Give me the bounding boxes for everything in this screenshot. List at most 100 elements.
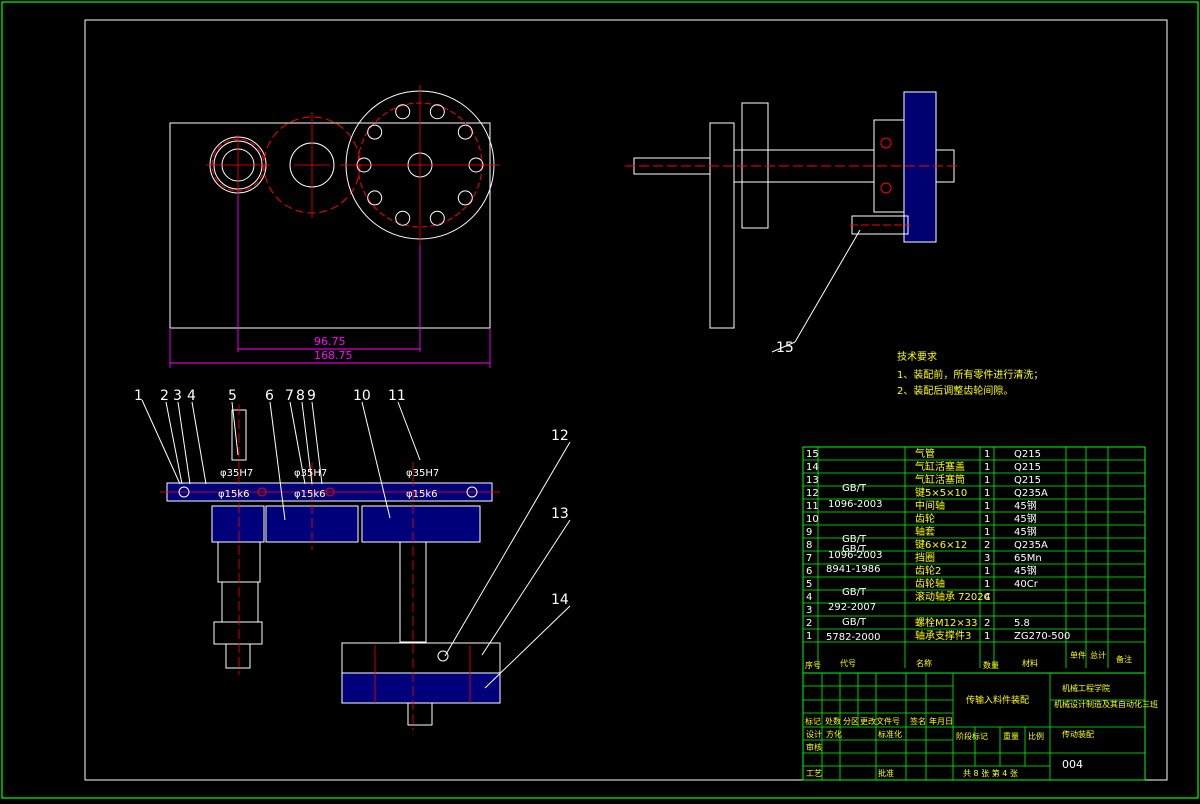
bom-row-material: Q215 <box>1014 475 1041 486</box>
bom-row-qty: 2 <box>984 618 990 629</box>
bom-row-qty: 1 <box>984 527 990 538</box>
bom-row-qty: 1 <box>984 579 990 590</box>
bom-row-no: 14 <box>806 462 819 473</box>
callout-8: 8 <box>296 388 305 404</box>
bom-row-material: 45钢 <box>1014 564 1037 577</box>
rev-hdr-5: 年月日 <box>929 716 953 726</box>
scale-label: 比例 <box>1028 731 1044 741</box>
drawing-code: 004 <box>1062 758 1083 771</box>
bom-std-1b: 1096-2003 <box>828 499 883 510</box>
bom-row-name: 齿轮2 <box>915 564 941 577</box>
part-callouts: 1 2 3 4 5 6 7 8 9 10 11 12 13 14 <box>134 388 569 608</box>
bom-std-5a: GB/T <box>842 617 867 628</box>
bom-row-material: Q235A <box>1014 488 1048 499</box>
callout-3: 3 <box>173 388 182 404</box>
callout-4: 4 <box>187 388 196 404</box>
bom-row-qty: 1 <box>984 488 990 499</box>
bom-row-name: 螺栓M12×33 <box>915 616 977 629</box>
rev-hdr-4: 签名 <box>910 716 926 726</box>
bom-row-name: 键5×5×10 <box>915 486 967 499</box>
bom-row-no: 13 <box>806 475 819 486</box>
approve-label: 批准 <box>878 768 894 778</box>
callout-9: 9 <box>307 388 316 404</box>
bom-row-no: 15 <box>806 449 819 460</box>
flange-bolt-hole <box>395 104 411 120</box>
bom-row-qty: 1 <box>984 566 990 577</box>
bom-row-qty: 1 <box>984 475 990 486</box>
sheet-count: 共 8 张 第 4 张 <box>963 768 1018 778</box>
callout-11: 11 <box>388 388 406 404</box>
bom-row-no: 6 <box>806 566 812 577</box>
bom-row-name: 齿轮轴 <box>915 577 945 590</box>
callout-14: 14 <box>551 592 569 608</box>
bom-std-3a: GB/T <box>842 544 867 555</box>
callout-5: 5 <box>228 388 237 404</box>
bom-row-qty: 3 <box>984 553 990 564</box>
bom-hdr-no: 序号 <box>805 660 821 670</box>
bom-row-name: 气缸活塞盖 <box>915 460 965 473</box>
bom-hdr-name: 名称 <box>916 658 932 668</box>
fit-35-a: φ35H7 <box>220 468 253 479</box>
process-label: 工艺 <box>806 769 822 778</box>
bom-row-name: 气缸活塞筒 <box>915 473 965 486</box>
designer-name: 方化 <box>826 729 842 739</box>
bom-hdr-qty: 数量 <box>983 660 999 670</box>
fit-labels: φ35H7 φ35H7 φ35H7 φ15k6 φ15k6 φ15k6 <box>218 468 439 500</box>
bom-row-name: 中间轴 <box>915 499 945 512</box>
bom-hdr-mat: 材料 <box>1022 658 1038 668</box>
tech-req-title: 技术要求 <box>897 350 937 363</box>
flange-bolt-hole <box>457 124 473 140</box>
bom-row-no: 9 <box>806 527 812 538</box>
top-view: 96.75 168.75 <box>169 85 500 368</box>
project-name: 机械设计制造及其自动化三班 <box>1054 699 1158 709</box>
bom-row-no: 4 <box>806 592 812 603</box>
bom-row-no: 11 <box>806 501 819 512</box>
drawing-frame <box>84 19 1168 781</box>
flange-bolt-hole <box>457 190 473 206</box>
bom-row-qty: 1 <box>984 514 990 525</box>
bom-row-name: 齿轮 <box>915 512 935 525</box>
fit-15-c: φ15k6 <box>406 489 437 500</box>
weight-label: 重量 <box>1003 731 1019 741</box>
side-view <box>625 91 960 353</box>
bom-hdr-unit: 单件 <box>1070 650 1086 660</box>
part-name: 传动装配 <box>1062 729 1094 739</box>
bom-row-no: 7 <box>806 553 812 564</box>
callout-13: 13 <box>551 506 569 522</box>
fit-15-b: φ15k6 <box>294 489 325 500</box>
bom-row-material: 5.8 <box>1014 618 1030 629</box>
callout-15: 15 <box>776 340 794 356</box>
dim-168-75: 168.75 <box>314 349 353 362</box>
bom-row-no: 3 <box>806 605 812 616</box>
bom-row-qty: 4 <box>984 592 990 603</box>
stage-label: 阶段标记 <box>956 731 988 741</box>
std-label: 标准化 <box>878 729 902 739</box>
bom-row-name: 轴承支撑件3 <box>915 629 971 642</box>
bom-row-no: 10 <box>806 514 819 525</box>
bom-row-name: 挡圈 <box>915 551 935 564</box>
bom-hdr-note: 备注 <box>1116 654 1132 664</box>
bom-row-material: 40Cr <box>1014 579 1039 590</box>
bom-row-name: 滚动轴承 7202C <box>915 590 991 603</box>
rev-hdr-2: 分区 <box>843 717 859 726</box>
bom-std-5b: 5782-2000 <box>826 632 881 643</box>
bom-row-material: Q215 <box>1014 462 1041 473</box>
flange-bolt-hole <box>367 190 383 206</box>
section-view <box>141 399 571 730</box>
bom-hdr-code: 代号 <box>840 658 856 668</box>
bom-row-no: 12 <box>806 488 819 499</box>
bom-row-qty: 1 <box>984 501 990 512</box>
bom-row-name: 气管 <box>915 447 935 460</box>
checker-label: 审核 <box>806 742 822 752</box>
flange-bolt-hole <box>367 124 383 140</box>
bom-row-no: 1 <box>806 631 812 642</box>
drawing-name: 传输入料件装配 <box>966 694 1029 706</box>
flange-bolt-hole <box>429 104 445 120</box>
fit-15-a: φ15k6 <box>218 489 249 500</box>
bom-row-material: Q235A <box>1014 540 1048 551</box>
bom-row-no: 2 <box>806 618 812 629</box>
bom-std-1a: GB/T <box>842 483 867 494</box>
bom-row-material: 45钢 <box>1014 512 1037 525</box>
